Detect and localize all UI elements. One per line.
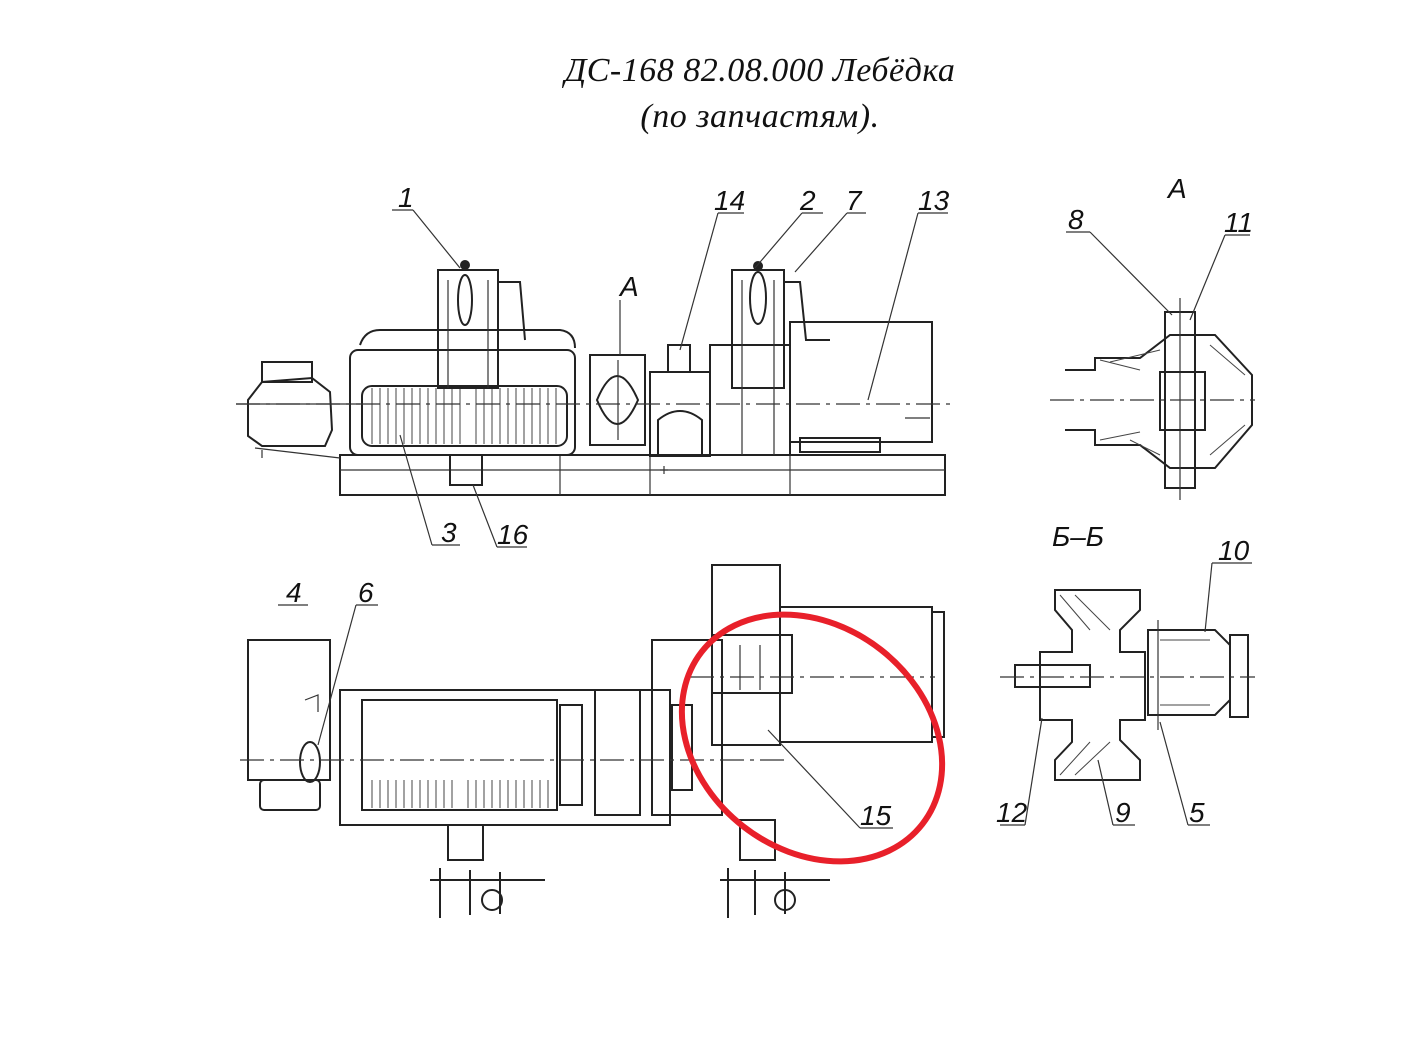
callout-7: 7 [846, 185, 863, 216]
callout-5: 5 [1189, 797, 1205, 828]
plan-view [240, 564, 945, 918]
section-bb [1000, 589, 1255, 781]
callout-13: 13 [918, 185, 950, 216]
detail-a-label: А [1166, 173, 1187, 204]
drum-coils [371, 388, 557, 444]
highlight-ellipse [678, 611, 946, 865]
callout-14: 14 [714, 185, 745, 216]
callout-3: 3 [441, 517, 457, 548]
detail-a [1050, 298, 1255, 500]
drawing-subtitle: (по запчастям). [640, 98, 880, 135]
callout-4: 4 [286, 577, 302, 608]
callout-12: 12 [996, 797, 1028, 828]
callout-1: 1 [398, 182, 414, 213]
callout-2: 2 [799, 185, 816, 216]
callout-11: 11 [1224, 207, 1253, 238]
detail-a-marker: А [618, 271, 639, 302]
callout-10: 10 [1218, 535, 1250, 566]
front-view [236, 260, 955, 496]
section-bb-label: Б–Б [1052, 521, 1104, 552]
plan-drum-coils [371, 780, 549, 808]
leader-lines [278, 209, 1252, 829]
callout-9: 9 [1115, 797, 1131, 828]
callout-15: 15 [860, 800, 892, 831]
callout-6: 6 [358, 577, 374, 608]
callout-16: 16 [497, 519, 529, 550]
callout-8: 8 [1068, 204, 1084, 235]
drawing-title: ДС-168 82.08.000 Лебёдка [564, 52, 956, 89]
